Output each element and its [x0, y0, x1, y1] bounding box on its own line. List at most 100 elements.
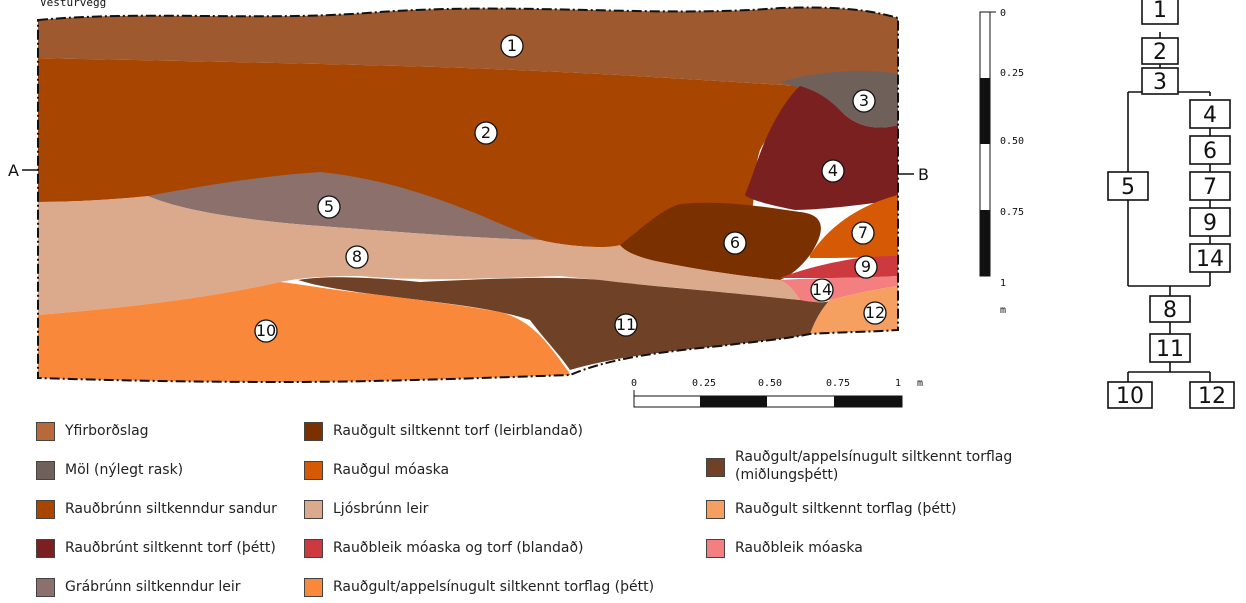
legend-item: Yfirborðslag: [36, 422, 149, 441]
layer-badge-6: 6: [723, 231, 747, 255]
layer-4: [745, 86, 898, 210]
legend-item: Rauðgult/appelsínugult siltkennt torflag…: [706, 448, 1045, 484]
layer-badge-label: 12: [865, 303, 885, 322]
horizontal-scale-tick: 0.75: [826, 378, 850, 389]
layer-badge-7: 7: [851, 221, 875, 245]
harris-box-10: 10: [1107, 381, 1153, 409]
layer-badge-label: 10: [256, 321, 276, 340]
layer-badge-10: 10: [254, 319, 278, 343]
legend-swatch: [36, 539, 55, 558]
layer-badge-2: 2: [474, 121, 498, 145]
harris-box-label: 4: [1203, 103, 1217, 128]
layer-11: [298, 277, 830, 370]
legend-label: Ljósbrúnn leir: [333, 501, 429, 517]
harris-box-5: 5: [1107, 171, 1149, 201]
harris-box-label: 14: [1196, 247, 1224, 272]
harris-box-7: 7: [1189, 171, 1231, 201]
legend-item: Rauðgult/appelsínugult siltkennt torflag…: [304, 578, 654, 597]
legend-swatch: [304, 422, 323, 441]
vertical-scale-tick: 0: [1000, 8, 1006, 19]
harris-box-label: 12: [1198, 384, 1226, 409]
layer-badge-label: 4: [828, 161, 838, 180]
legend-item: Rauðgult siltkennt torf (leirblandað): [304, 422, 583, 441]
legend-item: Rauðbrúnn siltkenndur sandur: [36, 500, 277, 519]
horizontal-scale-bar: 0 0.25 0.50 0.75 1 m: [631, 378, 923, 408]
horizontal-scale-unit: m: [917, 378, 923, 389]
vertical-scale-tick: 0.50: [1000, 136, 1024, 147]
legend-swatch: [304, 539, 323, 558]
legend-label: Rauðbrúnt siltkennt torf (þétt): [65, 540, 276, 556]
layer-badge-label: 11: [616, 315, 636, 334]
legend-item: Rauðbleik móaska: [706, 539, 863, 558]
layer-badge-5: 5: [317, 195, 341, 219]
layer-badge-9: 9: [854, 255, 878, 279]
section-marker-b: B: [918, 165, 929, 184]
section-marker-a: A: [8, 161, 19, 180]
legend-swatch: [36, 461, 55, 480]
harris-box-label: 5: [1121, 175, 1135, 200]
legend-item: Möl (nýlegt rask): [36, 461, 183, 480]
harris-box-4: 4: [1189, 99, 1231, 129]
harris-box-label: 8: [1163, 298, 1177, 323]
layer-badge-4: 4: [821, 159, 845, 183]
layer-8: [38, 196, 800, 315]
legend-label: Möl (nýlegt rask): [65, 462, 184, 478]
legend-item: Rauðbrúnt siltkennt torf (þétt): [36, 539, 276, 558]
harris-box-8: 8: [1149, 295, 1191, 323]
vertical-scale-bar: 0 0.25 0.50 0.75 1 m: [979, 8, 1024, 316]
layer-14: [780, 276, 898, 303]
layer-badge-label: 7: [858, 223, 868, 242]
legend-label: Rauðgul móaska: [333, 462, 450, 478]
harris-box-2: 2: [1141, 37, 1179, 65]
excavation-outline: [37, 6, 899, 384]
layer-6: [620, 202, 821, 280]
harris-box-label: 7: [1203, 175, 1217, 200]
legend-swatch: [36, 578, 55, 597]
harris-box-3: 3: [1141, 67, 1179, 95]
legend-item: Rauðgult siltkennt torflag (þétt): [706, 500, 956, 519]
legend-swatch: [36, 422, 55, 441]
legend-label: Rauðbrúnn siltkenndur sandur: [65, 501, 277, 517]
harris-box-label: 2: [1153, 40, 1167, 65]
vertical-scale-unit: m: [1000, 305, 1006, 316]
legend-label: Rauðgult/appelsínugult siltkennt torflag…: [333, 579, 655, 595]
legend-swatch: [304, 578, 323, 597]
harris-box-1: 1: [1141, 0, 1179, 25]
harris-box-label: 3: [1153, 70, 1167, 95]
harris-box-label: 6: [1203, 139, 1217, 164]
legend-label: Rauðbleik móaska og torf (blandað): [333, 540, 584, 556]
horizontal-scale-tick: 1: [895, 378, 901, 389]
layer-5: [148, 172, 540, 240]
legend-swatch: [304, 461, 323, 480]
horizontal-scale-tick: 0: [631, 378, 637, 389]
harris-box-label: 1: [1153, 0, 1167, 23]
layer-badge-label: 6: [730, 233, 740, 252]
harris-box-label: 10: [1116, 384, 1144, 409]
layer-1: [38, 7, 898, 86]
layer-2: [780, 70, 898, 128]
layer-3: [38, 58, 800, 248]
legend-label: Rauðgult siltkennt torf (leirblandað): [333, 423, 584, 439]
harris-box-label: 11: [1156, 337, 1184, 362]
layer-badge-label: 14: [812, 280, 832, 299]
legend-item: Grábrúnn siltkenndur leir: [36, 578, 241, 597]
legend-label: Rauðgult/appelsínugult siltkennt torflag…: [735, 449, 1013, 483]
layer-badge-11: 11: [614, 313, 638, 337]
legend-swatch: [304, 500, 323, 519]
drawing-caption: Vesturvegg: [40, 0, 106, 9]
layer-badge-label: 1: [507, 36, 517, 55]
legend-label: Rauðbleik móaska: [735, 540, 863, 556]
layer-badge-12: 12: [863, 301, 887, 325]
layer-badge-label: 3: [859, 91, 869, 110]
harris-box-9: 9: [1189, 207, 1231, 237]
legend-item: Rauðbleik móaska og torf (blandað): [304, 539, 584, 558]
harris-box-14: 14: [1189, 243, 1231, 273]
vertical-scale-tick: 0.75: [1000, 207, 1024, 218]
layer-badge-label: 2: [481, 123, 491, 142]
legend-swatch: [706, 500, 725, 519]
legend-swatch: [706, 539, 725, 558]
layer-badge-label: 9: [861, 257, 871, 276]
